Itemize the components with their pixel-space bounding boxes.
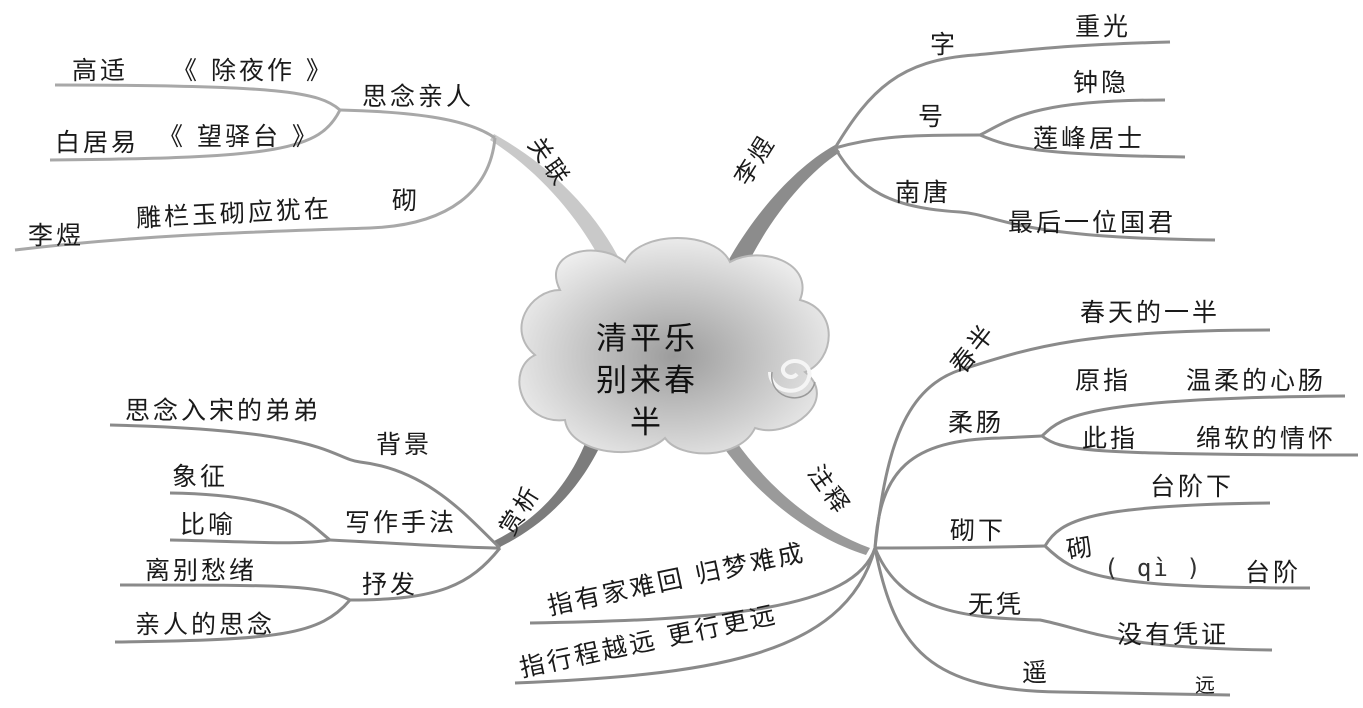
central-topic-line1: 清平乐 [582, 318, 712, 360]
notes-qixia-value: 台阶下 [1150, 474, 1234, 499]
notes-qi-char: 砌 [1065, 533, 1097, 562]
appreciation-xiezuo-label: 写作手法 [345, 510, 457, 535]
notes-rouchang-yuanzhi-label: 原指 [1075, 368, 1131, 393]
links-item-1-work: 《 除夜作 》 [172, 58, 334, 83]
links-sinian-label: 思念亲人 [362, 84, 474, 109]
appreciation-shufa-value-1: 离别愁绪 [145, 558, 257, 583]
appreciation-xiezuo-value-1: 象征 [172, 464, 228, 489]
links-qi-label: 砌 [392, 188, 420, 213]
central-topic-line2: 别来春半 [582, 360, 712, 444]
notes-rouchang-cizhi-label: 此指 [1082, 426, 1138, 451]
author-hao-value-1: 钟隐 [1073, 70, 1129, 95]
notes-rouchang-label: 柔肠 [948, 410, 1004, 435]
notes-qi-pinyin: ( qì ) [1104, 556, 1203, 580]
links-item-2-work: 《 望驿台 》 [158, 124, 320, 149]
appreciation-shufa-label: 抒发 [362, 572, 418, 597]
links-item-1-author: 高适 [72, 58, 128, 83]
author-nantang-value: 最后一位国君 [1008, 210, 1176, 235]
appreciation-beijing-value: 思念入宋的弟弟 [125, 398, 321, 423]
author-zi-label: 字 [930, 32, 958, 57]
notes-yao-label: 遥 [1022, 660, 1050, 685]
appreciation-shufa-value-2: 亲人的思念 [135, 612, 275, 637]
links-item-2-author: 白居易 [55, 130, 139, 155]
central-topic: 清平乐 别来春半 [582, 318, 712, 444]
notes-qi-value: 台阶 [1245, 560, 1301, 585]
author-nantang-label: 南唐 [895, 180, 951, 205]
notes-wuping-value: 没有凭证 [1117, 622, 1229, 647]
notes-rouchang-cizhi-value: 绵软的情怀 [1196, 426, 1336, 451]
notes-yao-value: 远 [1195, 675, 1218, 695]
notes-rouchang-yuanzhi-value: 温柔的心肠 [1186, 368, 1326, 393]
appreciation-beijing-label: 背景 [376, 432, 432, 457]
author-hao-value-2: 莲峰居士 [1033, 126, 1145, 151]
notes-chunban-value: 春天的一半 [1080, 300, 1220, 325]
author-zi-value: 重光 [1075, 14, 1131, 39]
author-hao-label: 号 [918, 104, 946, 129]
notes-wuping-label: 无凭 [968, 592, 1024, 617]
notes-qixia-label: 砌下 [950, 518, 1006, 543]
appreciation-xiezuo-value-2: 比喻 [180, 512, 236, 537]
links-qi-author: 李煜 [28, 223, 84, 248]
